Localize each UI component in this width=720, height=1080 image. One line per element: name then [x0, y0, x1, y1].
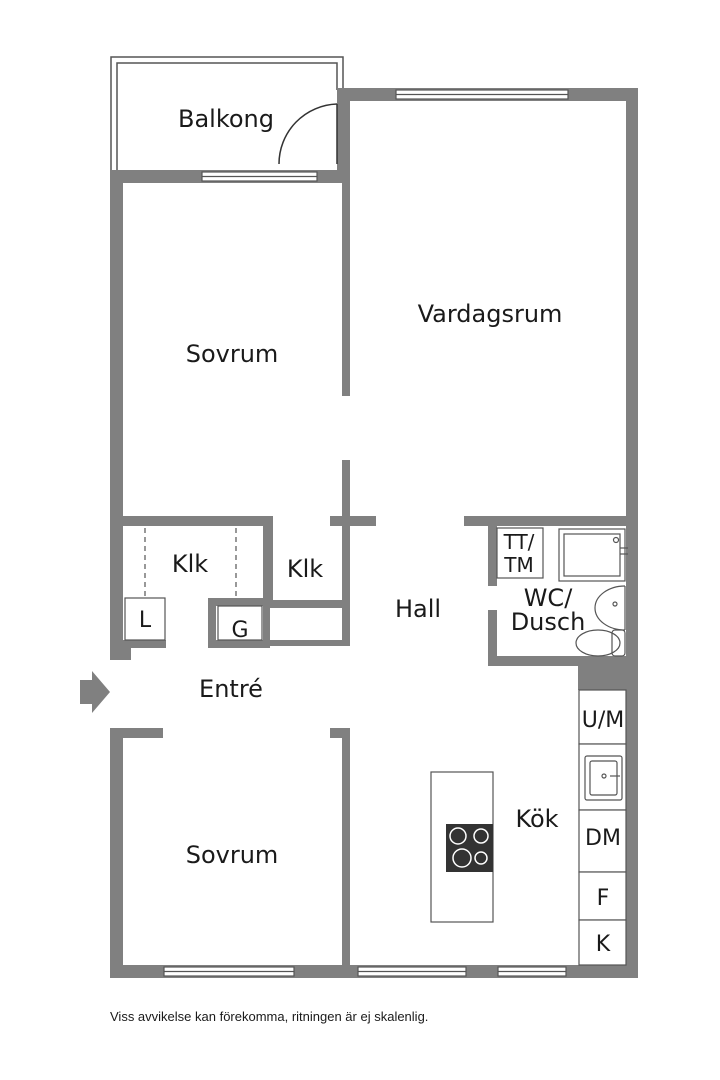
- fixture-label-linen: L: [139, 608, 152, 633]
- room-label-vardagsrum: Vardagsrum: [418, 300, 563, 328]
- room-label-balkong: Balkong: [178, 105, 274, 133]
- room-label-klk-mid: Klk: [287, 555, 323, 583]
- disclaimer-text: Viss avvikelse kan förekomma, ritningen …: [110, 1009, 429, 1024]
- room-label-wc-dusch-1: WC/: [524, 584, 573, 612]
- fixture-label-fridge: F: [597, 886, 610, 911]
- entrance-arrow-icon: [80, 671, 110, 713]
- kitchen-sink-icon: [584, 755, 623, 801]
- fixture-label-dm: DM: [585, 826, 621, 851]
- room-label-entre: Entré: [199, 675, 263, 703]
- fixture-label-tm: TM: [503, 553, 533, 577]
- toilet-icon: [575, 629, 626, 657]
- room-label-wc-dusch-2: Dusch: [511, 608, 586, 636]
- balcony-railing: [110, 56, 344, 174]
- kitchen-cabinets: [578, 689, 627, 966]
- fixture-label-um: U/M: [582, 708, 625, 733]
- closet-dividers: [144, 528, 237, 598]
- door-swing-icon: [278, 103, 338, 165]
- cooktop-icon: [446, 824, 493, 872]
- fixture-label-wardrobe: G: [231, 618, 248, 643]
- windows: [163, 89, 569, 977]
- room-label-klk-left: Klk: [172, 550, 208, 578]
- room-label-sovrum-top: Sovrum: [186, 340, 279, 368]
- room-label-hall: Hall: [395, 595, 441, 623]
- room-label-kok: Kök: [515, 805, 558, 833]
- room-label-sovrum-bottom: Sovrum: [186, 841, 279, 869]
- wardrobe-box: [217, 605, 263, 641]
- tt-tm-box: [496, 527, 544, 579]
- fixture-label-tt: TT/: [503, 530, 535, 554]
- fixture-label-freezer: K: [596, 932, 611, 957]
- linen-closet: [124, 597, 166, 641]
- sink-icon: [594, 585, 626, 631]
- shower-icon: [558, 528, 628, 582]
